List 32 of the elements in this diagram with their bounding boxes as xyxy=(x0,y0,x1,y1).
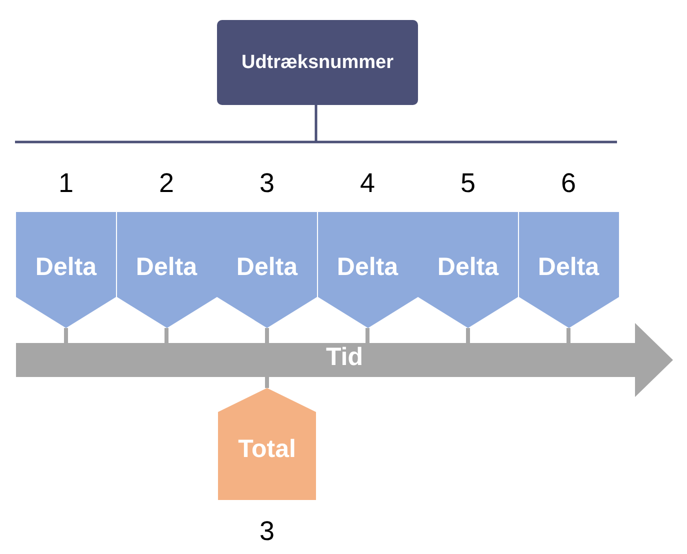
step-number: 2 xyxy=(158,168,176,199)
connector-line xyxy=(366,328,370,343)
delta-pentagon xyxy=(418,212,518,328)
node-label: Delta xyxy=(134,253,198,282)
connector-line xyxy=(466,328,470,343)
title-box xyxy=(217,20,418,105)
step-number: 3 xyxy=(258,516,276,547)
delta-pentagon xyxy=(16,212,116,328)
step-number: 4 xyxy=(358,168,376,199)
node-label: Delta xyxy=(436,253,500,282)
connector-line xyxy=(265,328,269,343)
delta-pentagon xyxy=(318,212,418,328)
connector-line xyxy=(265,377,269,388)
step-number: 5 xyxy=(459,168,477,199)
delta-pentagon xyxy=(518,212,618,328)
connector-line xyxy=(164,328,168,343)
node-label: Delta xyxy=(536,253,600,282)
step-number: 6 xyxy=(560,168,578,199)
timeline-arrow xyxy=(16,323,673,397)
node-label: Udtræksnummer xyxy=(240,52,395,74)
node-label: Delta xyxy=(336,253,400,282)
node-label: Delta xyxy=(235,253,299,282)
delta-pentagon xyxy=(116,212,216,328)
step-number: 1 xyxy=(57,168,75,199)
node-label: Delta xyxy=(34,253,98,282)
connector-line xyxy=(64,328,68,343)
node-label: Tid xyxy=(324,343,364,372)
total-pentagon xyxy=(218,388,316,500)
step-number: 3 xyxy=(258,168,276,199)
connector-line xyxy=(566,328,570,343)
node-label: Total xyxy=(237,435,297,464)
delta-pentagon xyxy=(217,212,317,328)
